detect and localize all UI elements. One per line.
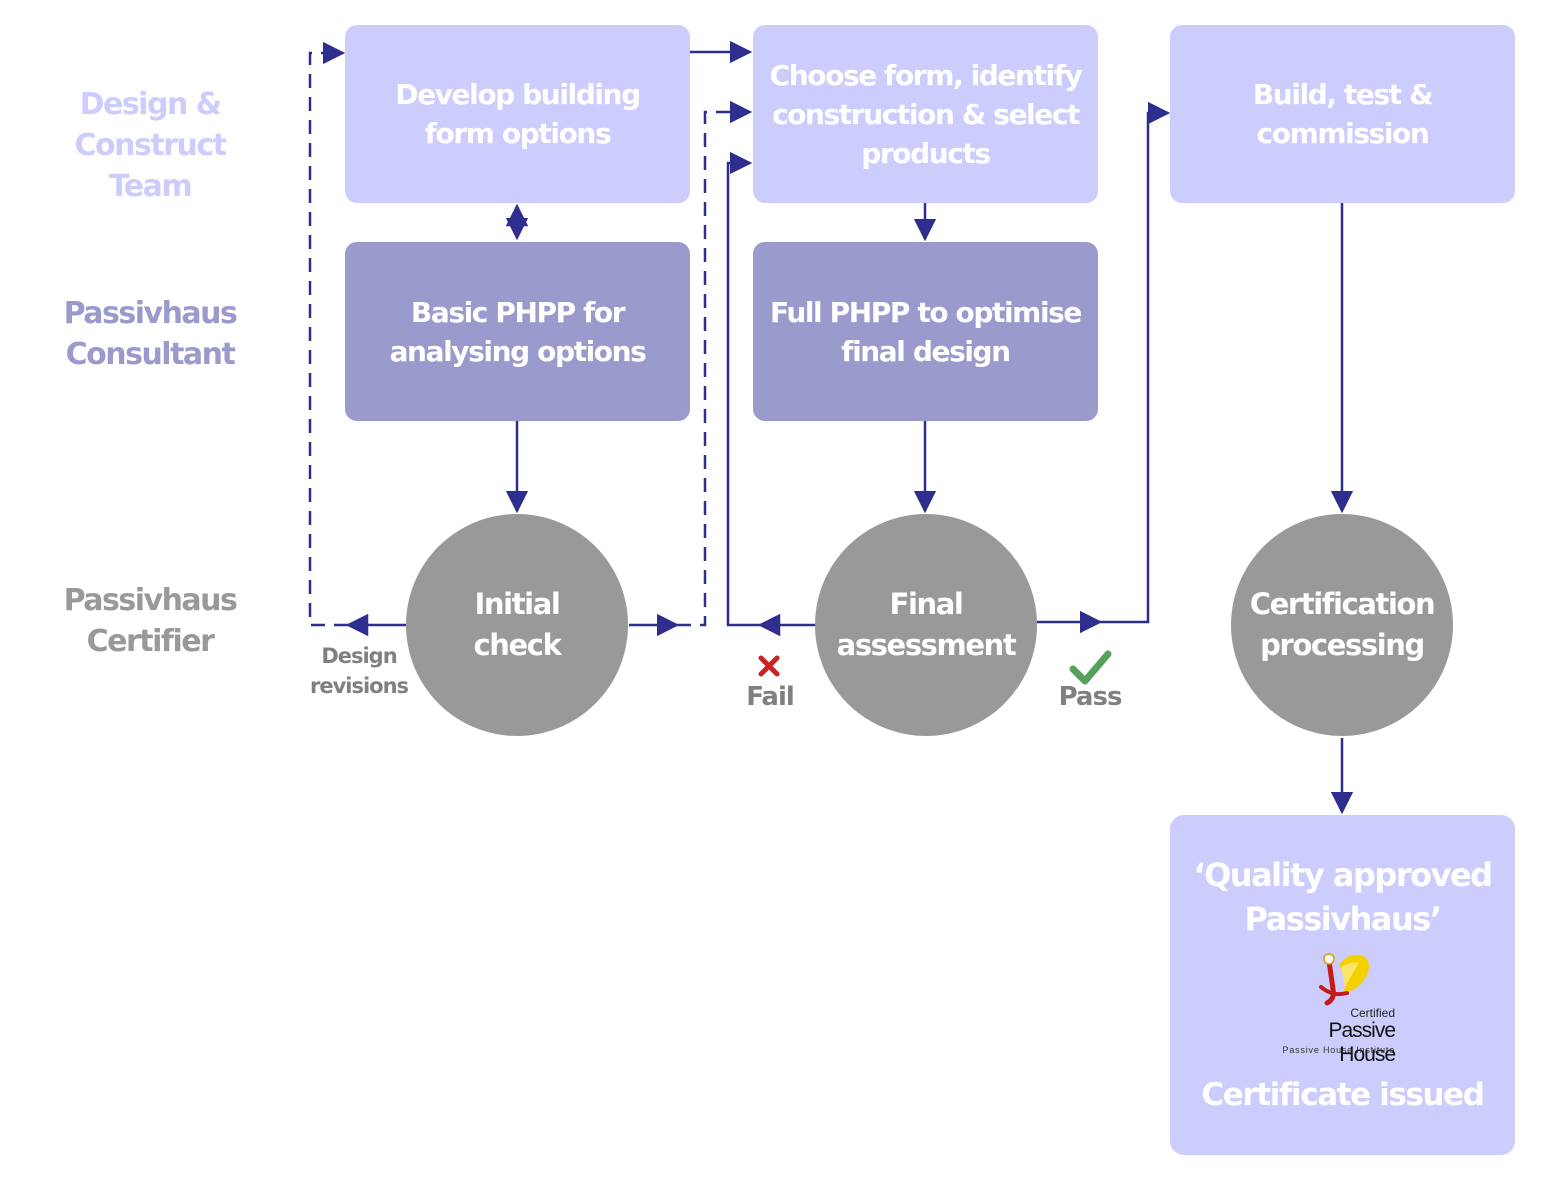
lane-label-design-construct-team: Design &Construct Team xyxy=(74,87,227,204)
dashed-initial-to-choose xyxy=(677,100,753,627)
fail-x-icon xyxy=(758,655,780,677)
step-develop-label: Develop building form options xyxy=(395,78,641,150)
pass-check-icon xyxy=(1069,650,1112,685)
logo-passive-house-text: Passive House xyxy=(1328,1019,1396,1066)
pass-to-build-line xyxy=(1100,101,1171,624)
logo-institute-text: Passive House Institute xyxy=(1282,1045,1395,1055)
step-full-phpp: Full PHPP to optimise final design xyxy=(753,242,1098,421)
fail-label: Fail xyxy=(746,682,795,712)
fail-loop-line xyxy=(726,151,760,627)
step-choose-label: Choose form, identify construction & sel… xyxy=(769,58,1083,170)
passive-house-logo: Certified Passive House Passive House In… xyxy=(1275,953,1415,1066)
step-develop-building-form: Develop building form options xyxy=(345,25,690,203)
step-build-label: Build, test & commission xyxy=(1252,78,1434,150)
dashed-revisions-loop xyxy=(308,41,348,627)
logo-certified-text: Certified xyxy=(1350,1006,1395,1020)
passive-house-emblem-icon xyxy=(1319,953,1369,1006)
step-full-phpp-label: Full PHPP to optimise final design xyxy=(769,295,1082,368)
pass-label: Pass xyxy=(1058,682,1123,712)
step-build-test-commission: Build, test & commission xyxy=(1170,25,1515,203)
step-basic-phpp: Basic PHPP for analysing options xyxy=(345,242,690,421)
certificate-issued-label: Certificate issued xyxy=(1201,1077,1485,1113)
step-choose-form: Choose form, identify construction & sel… xyxy=(753,25,1098,203)
step-basic-phpp-label: Basic PHPP for analysing options xyxy=(389,295,647,368)
